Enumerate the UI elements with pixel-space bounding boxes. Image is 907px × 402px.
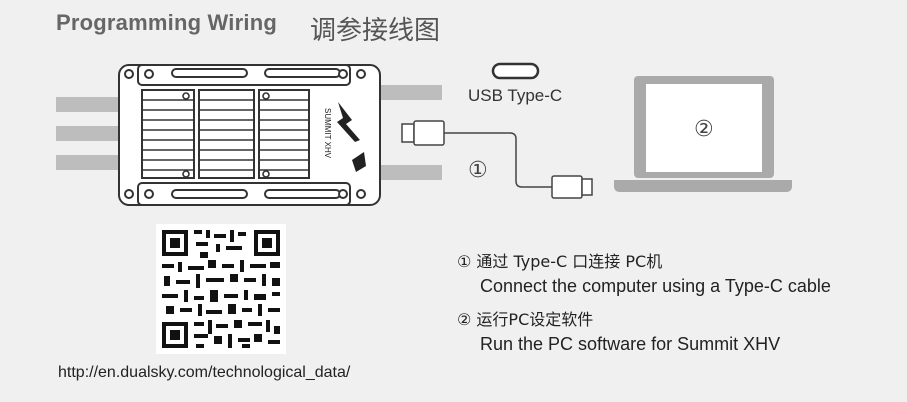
qr-url: http://en.dualsky.com/technological_data…: [58, 364, 351, 381]
usb-c-cable: [401, 120, 593, 199]
step-1-cn: ① 通过 Type-C 口连接 PC机: [457, 252, 663, 271]
step-2-cn: ② 运行PC设定软件: [457, 310, 594, 329]
cable-step-marker: ①: [468, 158, 488, 183]
step-1: ① 通过 Type-C 口连接 PC机 Connect the computer…: [457, 250, 831, 298]
qr-code: [156, 224, 286, 354]
title-english: Programming Wiring: [56, 10, 277, 35]
title-chinese: 调参接线图: [310, 16, 441, 46]
brand-logo-icon: [337, 102, 366, 172]
brand-text: SUMMIT XHV: [323, 108, 332, 159]
computer-step-marker: ②: [694, 117, 714, 142]
step-2: ② 运行PC设定软件 Run the PC software for Summi…: [457, 308, 831, 356]
instruction-steps: ① 通过 Type-C 口连接 PC机 Connect the computer…: [457, 250, 831, 366]
esc-fins: [142, 92, 309, 178]
usb-type-c-label: USB Type-C: [468, 86, 563, 105]
esc-device: [118, 64, 381, 206]
step-2-en: Run the PC software for Summit XHV: [480, 334, 781, 354]
step-1-en: Connect the computer using a Type-C cabl…: [480, 276, 831, 296]
laptop-icon: [614, 76, 792, 192]
esc-wires: [56, 85, 442, 180]
usb-c-port-icon: [491, 62, 540, 80]
